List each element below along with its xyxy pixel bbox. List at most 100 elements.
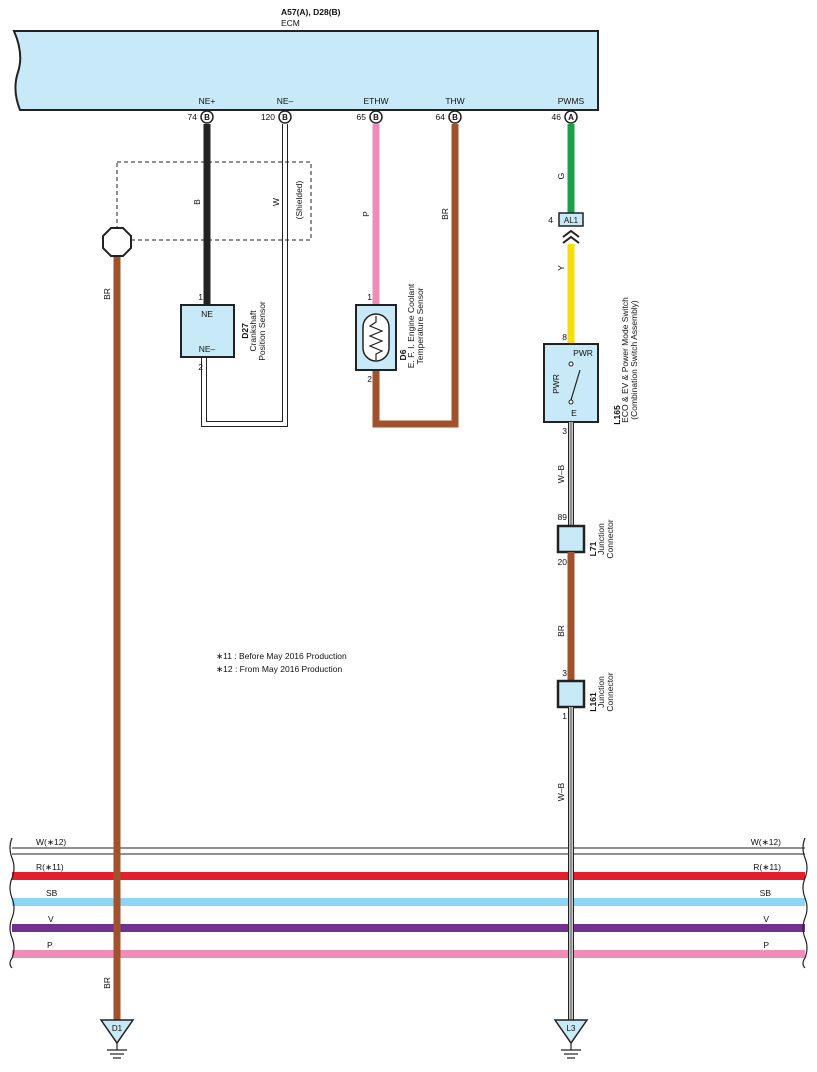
- svg-text:D1: D1: [112, 1024, 123, 1033]
- ecm-box: [12, 30, 599, 111]
- svg-text:NE: NE: [201, 309, 213, 319]
- svg-text:1: 1: [198, 292, 203, 302]
- bus-break-right: [802, 837, 808, 969]
- l71-id: L71: [588, 541, 598, 556]
- svg-text:1: 1: [562, 711, 567, 721]
- wire-label-pwms: G: [556, 173, 566, 180]
- svg-text:89: 89: [558, 512, 568, 522]
- wire-label-pwms-yellow: Y: [556, 265, 566, 271]
- svg-text:R(∗11): R(∗11): [753, 862, 781, 872]
- svg-text:B: B: [204, 113, 210, 122]
- ecm-connector-ids: A57(A), D28(B): [281, 7, 341, 17]
- d6-name: E. F. I. Engine Coolant: [406, 283, 416, 368]
- shield-splice-octagon: [102, 227, 132, 257]
- svg-text:PWR: PWR: [551, 374, 561, 394]
- bus-sb: SB SB: [12, 888, 805, 906]
- svg-text:NE–: NE–: [199, 344, 216, 354]
- wire-label-shield-ground-low: BR: [102, 977, 112, 989]
- wire-label-ethw: P: [361, 211, 371, 217]
- shield-box: [116, 161, 312, 241]
- d27-name: Crankshaft: [248, 310, 258, 352]
- d27-crankshaft-sensor: NE NE– 1 2: [180, 292, 235, 372]
- bus-p: P P: [12, 940, 805, 958]
- svg-text:P: P: [47, 940, 53, 950]
- svg-text:P: P: [763, 940, 769, 950]
- svg-text:3: 3: [562, 668, 567, 678]
- svg-text:120: 120: [261, 112, 275, 122]
- al1-connector: AL1 4: [548, 212, 584, 244]
- svg-text:65: 65: [357, 112, 367, 122]
- l165-power-mode-switch: PWR PWR E 8 3: [543, 332, 599, 436]
- l161-id: L161: [588, 692, 598, 712]
- l161-name: Junction: [596, 676, 606, 708]
- ground-d1: D1: [99, 1019, 135, 1059]
- svg-text:AL1: AL1: [564, 216, 579, 225]
- svg-text:PWR: PWR: [573, 348, 593, 358]
- shielded-label: (Shielded): [294, 180, 304, 219]
- svg-text:E: E: [571, 408, 577, 418]
- ecm-pin-120: B 120: [261, 110, 292, 124]
- svg-text:2: 2: [198, 362, 203, 372]
- l165-id: L165: [612, 405, 622, 425]
- svg-text:V: V: [763, 914, 769, 924]
- svg-text:A: A: [568, 113, 574, 122]
- svg-text:V: V: [48, 914, 54, 924]
- ecm-pin-65: B 65: [357, 110, 383, 124]
- wire-label-ne-plus: B: [192, 199, 202, 205]
- svg-text:R(∗11): R(∗11): [36, 862, 64, 872]
- d6-coolant-temp-sensor: 1 2: [355, 292, 397, 384]
- svg-text:B: B: [373, 113, 379, 122]
- bus-v: V V: [12, 914, 805, 932]
- l71-junction-connector: 89 20: [556, 512, 586, 567]
- svg-text:L3: L3: [567, 1024, 576, 1033]
- wire-label-junction-out: W–B: [556, 782, 566, 801]
- note-12: ∗12 : From May 2016 Production: [216, 664, 342, 674]
- note-11: ∗11 : Before May 2016 Production: [216, 651, 347, 661]
- l71-name: Junction: [596, 523, 606, 555]
- wire-label-junction-mid: BR: [556, 625, 566, 637]
- ecm-pin-name-ne-minus: NE–: [277, 96, 294, 106]
- ecm-pin-74: B 74: [188, 110, 214, 124]
- svg-text:4: 4: [548, 215, 553, 225]
- svg-text:B: B: [452, 113, 458, 122]
- d27-id: D27: [240, 323, 250, 339]
- wire-label-ne-minus: W: [271, 198, 281, 206]
- wire-label-shield-ground: BR: [102, 288, 112, 300]
- ecm-name: ECM: [281, 18, 300, 28]
- ecm-pin-name-thw: THW: [445, 96, 464, 106]
- bus-r11: R(∗11) R(∗11): [12, 862, 805, 880]
- svg-text:W(∗12): W(∗12): [751, 837, 781, 847]
- svg-text:W(∗12): W(∗12): [36, 837, 66, 847]
- svg-text:8: 8: [562, 332, 567, 342]
- ground-l3: L3: [553, 1019, 589, 1059]
- ecm-pin-name-ethw: ETHW: [363, 96, 388, 106]
- ecm-pin-64: B 64: [436, 110, 462, 124]
- svg-text:20: 20: [558, 557, 568, 567]
- svg-text:SB: SB: [46, 888, 58, 898]
- wire-thw: [372, 124, 459, 428]
- svg-text:64: 64: [436, 112, 446, 122]
- wire-label-thw: BR: [440, 208, 450, 220]
- svg-text:74: 74: [188, 112, 198, 122]
- svg-text:SB: SB: [760, 888, 772, 898]
- wire-label-switch-out: W–B: [556, 464, 566, 483]
- l165-name2: (Combination Switch Assembly): [629, 300, 639, 420]
- wire-ne-minus: [201, 124, 288, 427]
- svg-text:B: B: [282, 113, 288, 122]
- ecm-pin-name-pwms: PWMS: [558, 96, 585, 106]
- svg-text:46: 46: [552, 112, 562, 122]
- l71-name2: Connector: [605, 519, 615, 558]
- bus-break-left: [9, 837, 15, 969]
- svg-text:2: 2: [367, 374, 372, 384]
- ecm-pin-46: A 46: [552, 110, 578, 124]
- svg-text:1: 1: [367, 292, 372, 302]
- bus-w12: W(∗12) W(∗12): [12, 837, 805, 855]
- d6-name2: Temperature Sensor: [415, 287, 425, 364]
- d27-name2: Position Sensor: [257, 301, 267, 361]
- d6-id: D6: [398, 349, 408, 360]
- svg-text:3: 3: [562, 426, 567, 436]
- l161-junction-connector: 3 1: [556, 668, 586, 721]
- l161-name2: Connector: [605, 672, 615, 711]
- l165-name: ECO & EV & Power Mode Switch: [620, 297, 630, 423]
